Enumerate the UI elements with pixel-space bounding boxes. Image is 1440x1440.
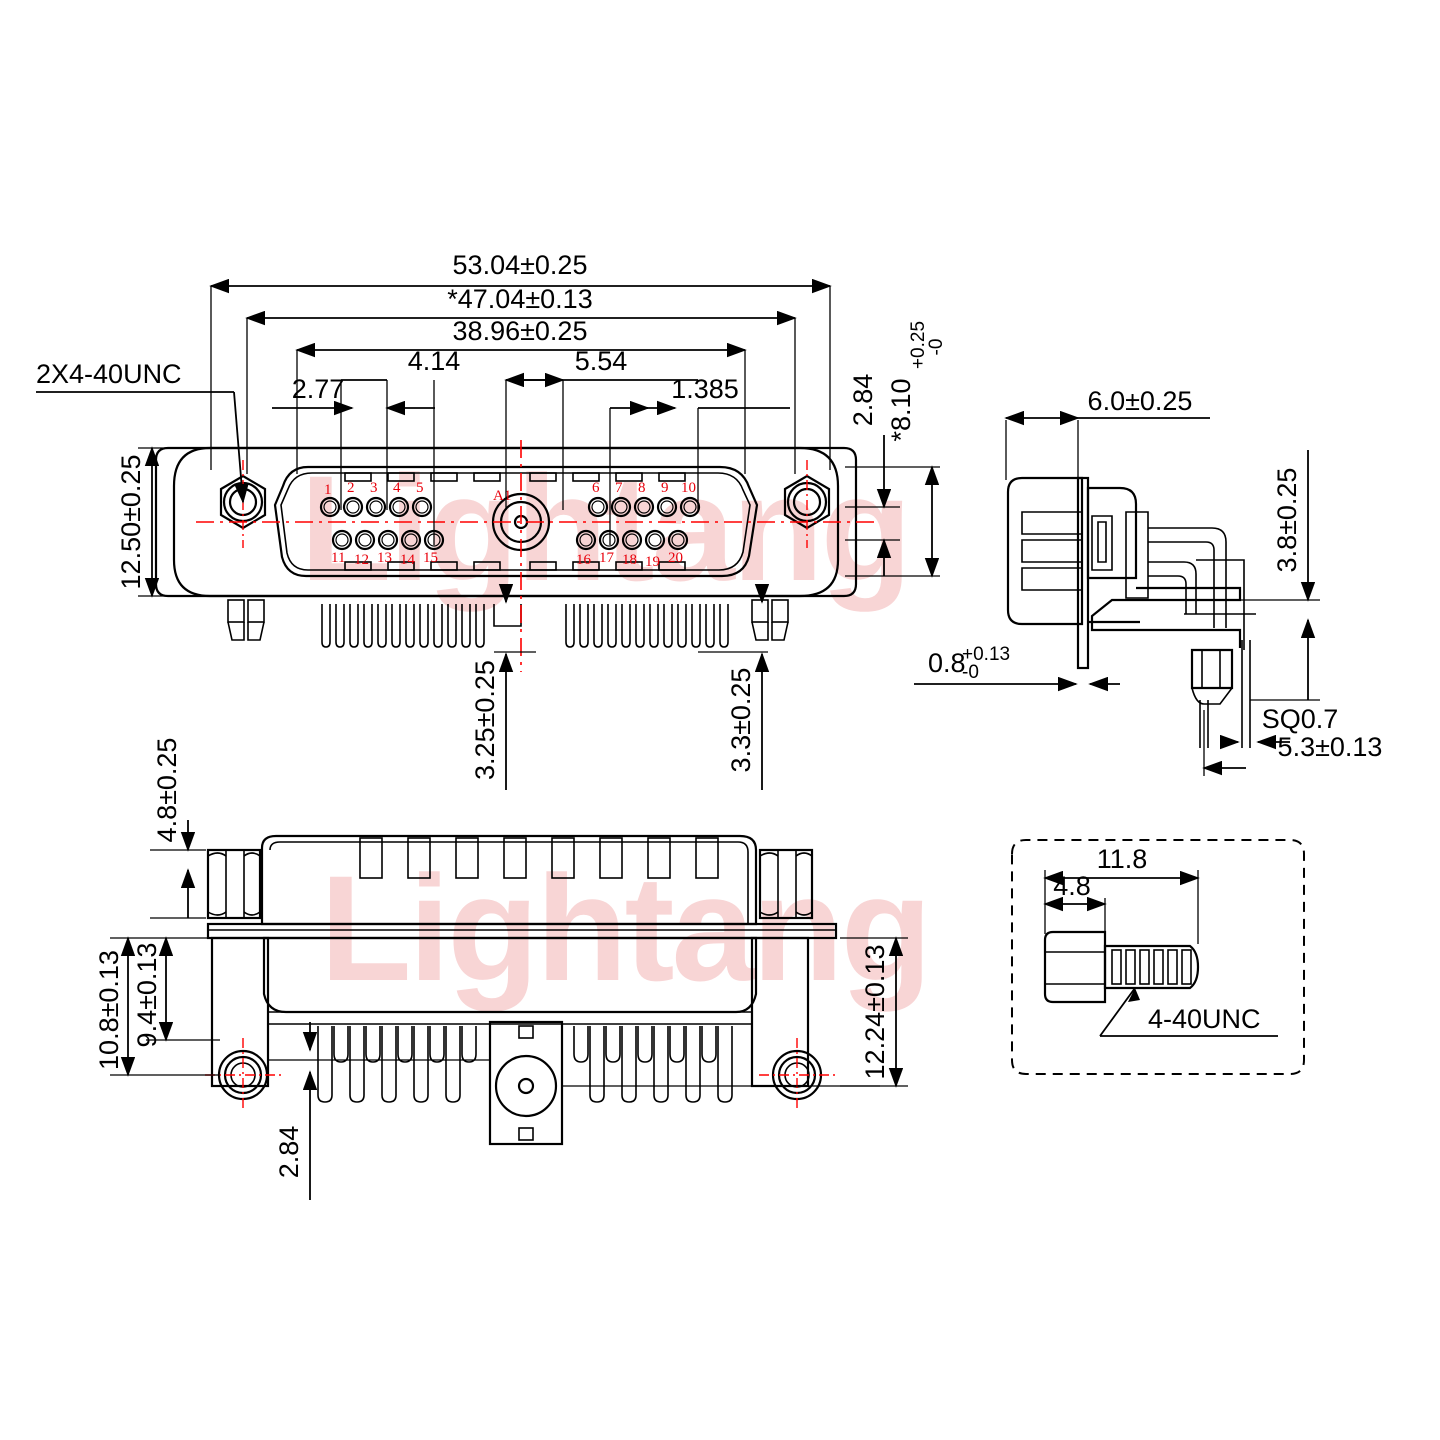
watermark-front: Lightang — [300, 444, 909, 612]
front-pins — [321, 604, 729, 648]
svg-text:11: 11 — [331, 550, 345, 566]
svg-text:1: 1 — [324, 482, 332, 498]
cover-slots — [359, 837, 719, 879]
contacts-bottom-row — [331, 529, 689, 551]
svg-text:9: 9 — [661, 480, 669, 496]
svg-text:6: 6 — [592, 480, 600, 496]
dim-nut-height: 4.8±0.25 — [152, 738, 182, 843]
dim-body-depth: 6.0±0.25 — [1088, 386, 1193, 416]
svg-text:8: 8 — [638, 480, 646, 496]
dim-overall-width: 53.04±0.25 — [453, 250, 588, 280]
dim-pin-square: SQ0.7 — [1262, 704, 1339, 734]
dim-pitch-b: 5.54 — [575, 346, 628, 376]
bottom-pins-upper — [317, 1026, 733, 1103]
contacts-top-row — [319, 496, 701, 518]
shell-tabs-top — [344, 472, 686, 482]
side-view: 6.0±0.25 0.8 +0.13 -0 3.8±0.25 SQ0.7 5.3… — [914, 386, 1382, 776]
callout-thread-label: 2X4-40UNC — [36, 359, 182, 389]
bottom-view: 4.8±0.25 10.8±0.13 9.4±0.13 12.24±0.13 2… — [94, 738, 908, 1200]
pin-number-labels: 1 2 3 4 5 6 7 8 9 10 11 12 13 14 15 16 1… — [324, 480, 696, 570]
callout-screw-thread: 4-40UNC — [1148, 1004, 1261, 1034]
dim-pin-row-offset: 2.84 — [274, 1126, 304, 1179]
dim-screw-total-length: 11.8 — [1097, 844, 1148, 874]
svg-text:7: 7 — [615, 480, 623, 496]
dim-body-height: 9.4±0.13 — [132, 943, 162, 1048]
svg-text:19: 19 — [645, 554, 660, 570]
svg-text:3: 3 — [370, 480, 378, 496]
dim-offset-left: 2.77 — [292, 374, 345, 404]
svg-text:18: 18 — [622, 552, 637, 568]
svg-text:20: 20 — [668, 550, 683, 566]
dim-pin-height: 3.8±0.25 — [1272, 468, 1302, 573]
dim-shell-height: *8.10 — [886, 378, 916, 441]
screw-threads — [1111, 949, 1192, 985]
bottom-eyelet-right — [759, 1038, 835, 1112]
dim-pin-len-outer: 3.3±0.25 — [726, 668, 756, 773]
svg-text:14: 14 — [400, 552, 416, 568]
svg-text:13: 13 — [377, 550, 392, 566]
svg-text:15: 15 — [423, 550, 438, 566]
svg-text:16: 16 — [576, 552, 592, 568]
coax-label: A1 — [493, 488, 511, 504]
dim-pitch-a: 4.14 — [408, 346, 461, 376]
dim-shell-height-tol-up: +0.25 — [908, 321, 929, 369]
front-view: 1 2 3 4 5 6 7 8 9 10 11 12 13 14 15 16 1… — [36, 250, 947, 790]
dim-offset-right: 1.385 — [671, 374, 739, 404]
dim-screw-head-length: 4.8 — [1053, 871, 1091, 901]
bottom-coax-body — [488, 1020, 564, 1146]
bottom-eyelet-left — [205, 1038, 281, 1112]
dim-shell-height-tol-dn: -0 — [926, 339, 947, 356]
dim-total-height: 10.8±0.13 — [94, 950, 124, 1070]
dim-panel-thickness: 0.8 — [928, 648, 966, 678]
svg-text:5: 5 — [416, 480, 424, 496]
dim-pin-span: 5.3±0.13 — [1278, 732, 1383, 762]
bottom-hex-nut-left — [206, 848, 262, 920]
svg-text:10: 10 — [681, 480, 696, 496]
dim-pin-len-center: 3.25±0.25 — [470, 660, 500, 780]
svg-text:4: 4 — [393, 480, 401, 496]
dim-flange-hole-span: *47.04±0.13 — [447, 284, 592, 314]
svg-text:12: 12 — [354, 552, 369, 568]
svg-text:2: 2 — [347, 480, 355, 496]
dim-panel-tol-up: +0.13 — [962, 644, 1010, 665]
bottom-hex-nut-right — [758, 848, 814, 920]
dim-panel-tol-dn: -0 — [962, 662, 979, 683]
shell-tabs-bottom — [344, 561, 686, 571]
dim-row-offset: 2.84 — [848, 374, 878, 427]
dim-right-height: 12.24±0.13 — [860, 945, 890, 1080]
bottom-pins-lower — [333, 1026, 717, 1063]
screw-detail: 11.8 4.8 4-40UNC — [1011, 839, 1305, 1075]
watermark-bottom: Lightang — [320, 844, 929, 1012]
svg-text:17: 17 — [599, 550, 615, 566]
dim-overall-height: 12.50±0.25 — [116, 455, 146, 590]
dim-shell-width: 38.96±0.25 — [453, 316, 588, 346]
